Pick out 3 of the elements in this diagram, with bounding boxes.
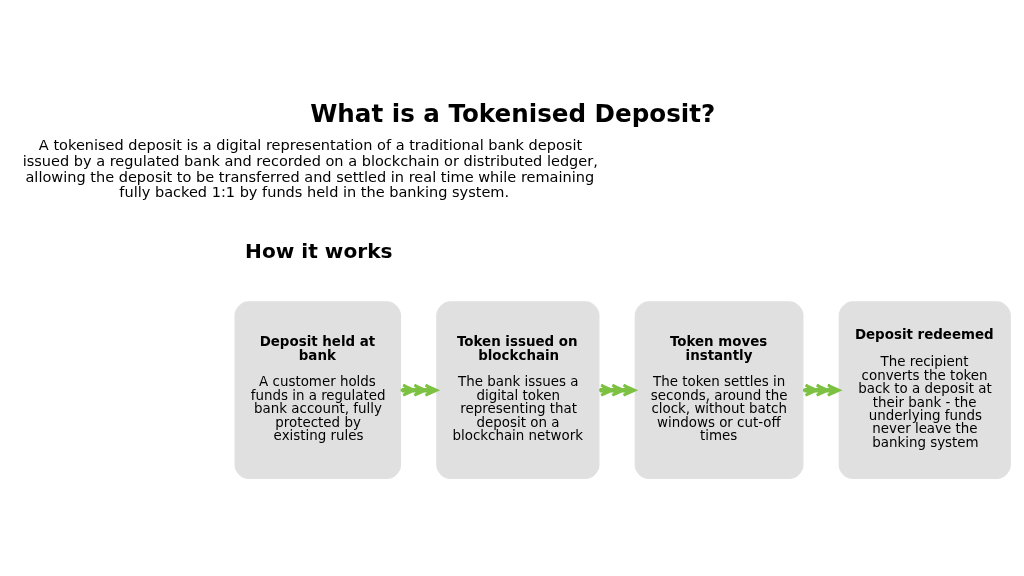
label: How it works — [245, 238, 393, 263]
label: A tokenised deposit is a digital representation of a traditional bank deposit issued by a regulated bank and recorded on a blockchain or distributed ledger, allowing the deposit to be transferred and settled in real time while remaining fully backed 1:1 by funds held in the banking system. — [22, 136, 598, 200]
diagram-title: What is a Tokenised Deposit? — [310, 98, 716, 127]
